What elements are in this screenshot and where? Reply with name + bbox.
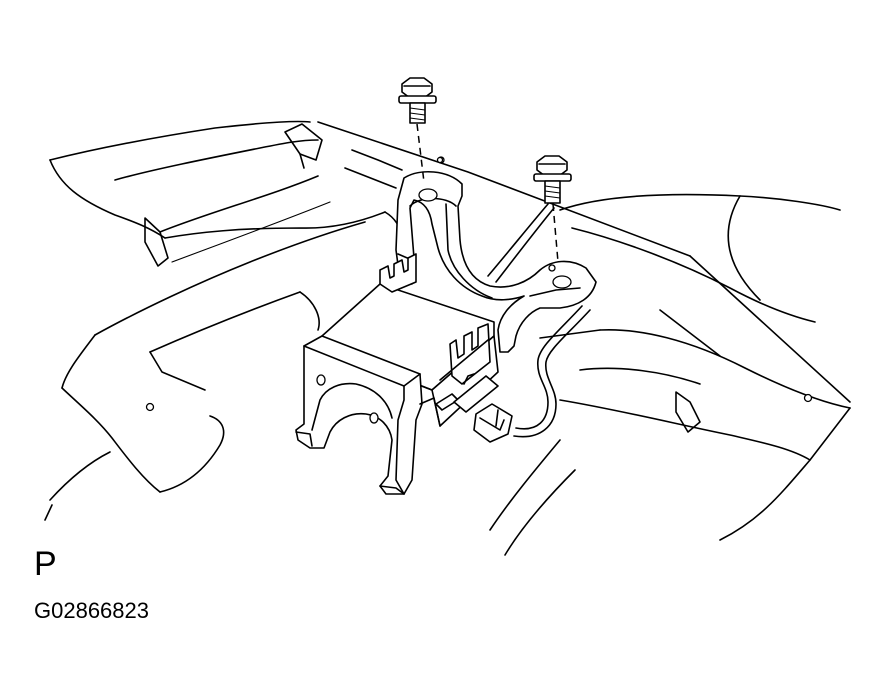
floor-hole bbox=[436, 156, 444, 164]
mounting-bracket bbox=[395, 156, 597, 353]
ecu-module bbox=[295, 253, 499, 495]
wire-harness bbox=[473, 305, 591, 443]
bolt-left bbox=[398, 77, 437, 183]
figure-code: G02866823 bbox=[34, 598, 149, 623]
view-label: P bbox=[34, 545, 57, 583]
bolt-right bbox=[533, 155, 572, 263]
